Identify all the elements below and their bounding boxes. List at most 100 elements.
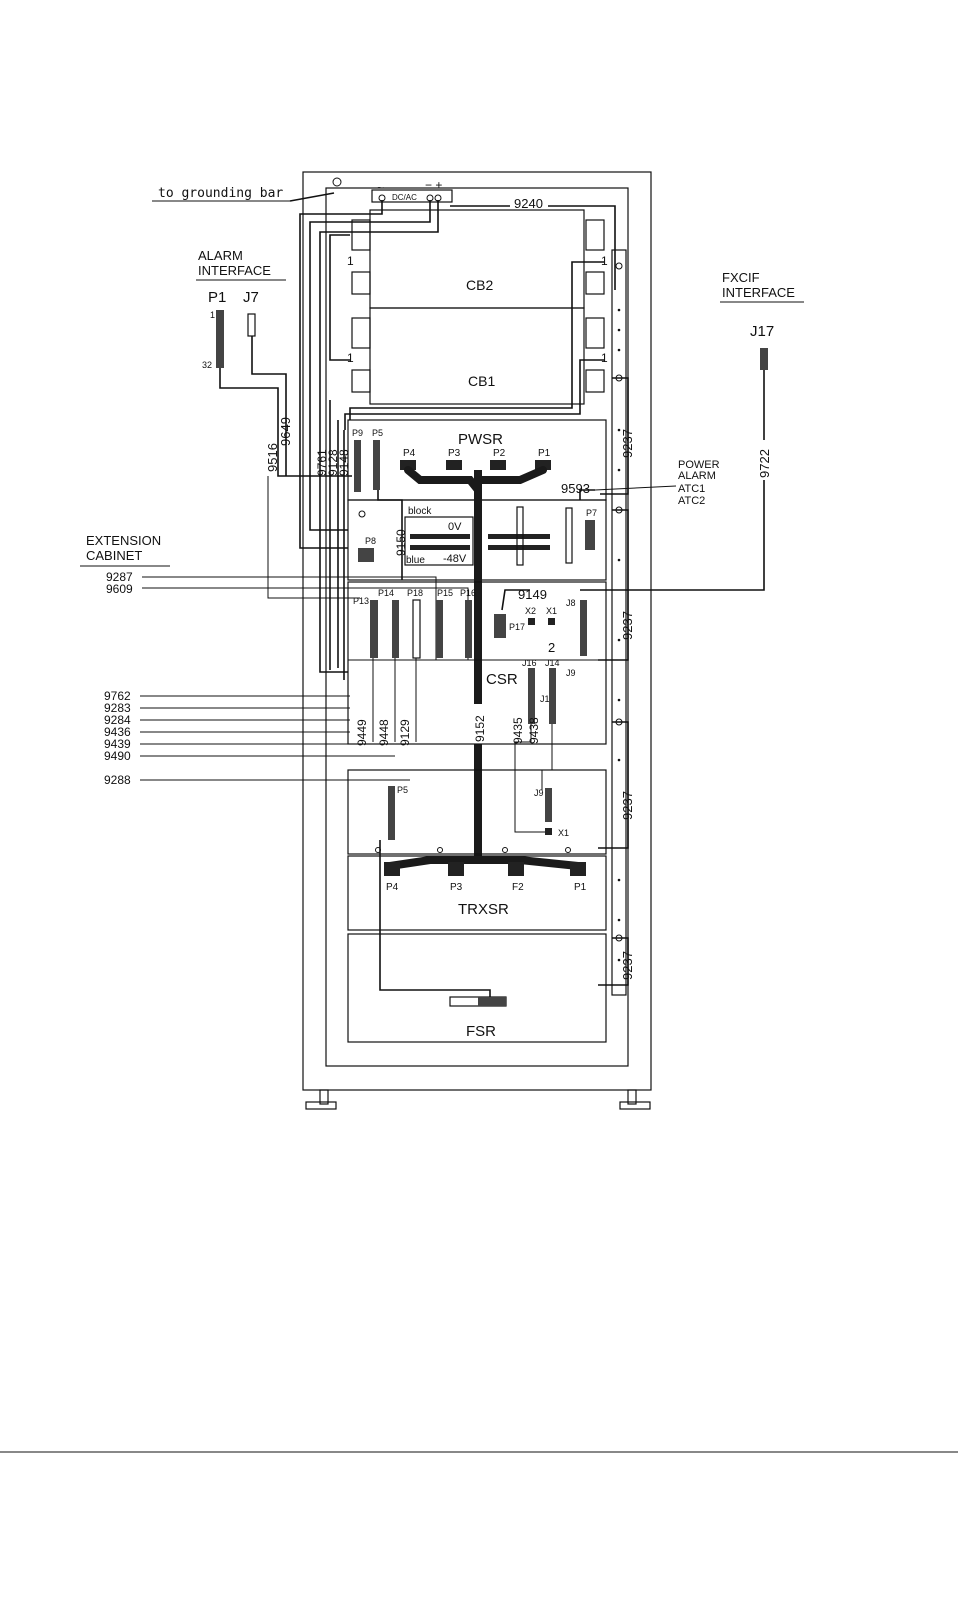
p9-label: P9	[352, 428, 363, 438]
trxsr-harness	[386, 856, 582, 870]
power-alarm-line2: ALARM	[678, 470, 716, 482]
trx-j9-connector	[545, 788, 552, 822]
trx-x1-connector	[545, 828, 552, 835]
cable-9150-path	[377, 490, 403, 580]
minus-plus-label: − +	[425, 178, 442, 192]
cable-9722-path	[580, 370, 765, 591]
ground-terminal	[332, 177, 342, 187]
p7-connector	[585, 520, 595, 550]
busbar-right-1	[488, 534, 550, 539]
terminal-block	[404, 516, 474, 566]
foot-right-leg	[627, 1089, 637, 1105]
rail-lug-1	[615, 262, 623, 270]
dcac-label: DC/AC	[392, 193, 417, 202]
cb2-right-bracket-bottom	[585, 271, 605, 295]
foot-left-leg	[319, 1089, 329, 1105]
cable-9148-label: 9148	[337, 449, 351, 476]
alarm-p1-connector	[216, 310, 224, 368]
cb-wire-right-2	[344, 359, 604, 430]
cable-9149-path	[501, 589, 530, 611]
trx-shelf-holes	[375, 847, 571, 853]
trxsr-label: TRXSR	[458, 901, 509, 918]
fsr-label: FSR	[466, 1023, 496, 1040]
cb1-right-bracket-top	[585, 317, 605, 349]
cable-9240-path	[450, 205, 616, 290]
busbar-48v	[410, 545, 470, 550]
p18-connector	[412, 599, 421, 659]
p5-label: P5	[372, 428, 383, 438]
distribution-strip-1	[516, 506, 524, 566]
cable-9516-path	[219, 368, 352, 477]
j14-label: J14	[545, 658, 560, 668]
cable-9448-label: 9448	[377, 719, 391, 746]
fsr-cable	[379, 840, 491, 1000]
p16-connector	[465, 600, 472, 658]
cb1-module	[369, 307, 585, 405]
cable-9240-bg	[510, 196, 548, 210]
cb2-module	[369, 209, 585, 309]
fxcif-interface-line1: FXCIF	[722, 270, 760, 285]
alarm-p1-label: P1	[208, 289, 226, 306]
pwsr-p2-label: P2	[493, 448, 506, 459]
pwsr-label: PWSR	[458, 431, 503, 448]
cb2-left-bracket-top	[351, 219, 371, 251]
power-alarm-leader	[594, 485, 677, 491]
j9-label: J9	[566, 668, 576, 678]
x2-connector	[528, 618, 535, 625]
fsr-panel	[347, 933, 607, 1043]
cable-9762-label: 9762	[104, 689, 131, 703]
cable-9435-label: 9435	[511, 717, 525, 744]
fxcif-interface-line2: INTERFACE	[722, 285, 795, 300]
right-ground-rail	[611, 249, 627, 996]
trxsr-connectors	[384, 862, 586, 876]
circle-2-label: 2	[548, 640, 555, 655]
cable-9438-path	[541, 724, 553, 790]
extension-cabinet-line2: CABINET	[86, 548, 142, 563]
pwsr-p3-label: P3	[448, 448, 461, 459]
cb2-right-one: 1	[601, 254, 608, 268]
alarm-j7-connector	[247, 313, 256, 337]
p14-connector	[392, 600, 399, 658]
cable-9435-path	[514, 724, 545, 833]
p16-label: P16	[460, 588, 476, 598]
j8-label: J8	[566, 598, 576, 608]
minus48v-label: -48V	[443, 553, 467, 565]
cable-9490-label: 9490	[104, 749, 131, 763]
power-alarm-line4: ATC2	[678, 495, 705, 507]
cable-9438-label: 9438	[527, 717, 541, 744]
cable-9722-bg	[757, 440, 771, 480]
p9-connector	[354, 440, 361, 492]
cb1-label: CB1	[468, 373, 495, 389]
cable-9439-label: 9439	[104, 737, 131, 751]
x1-label: X1	[546, 606, 557, 616]
dcac-block	[371, 189, 453, 203]
p18-label: P18	[407, 588, 423, 598]
j16-label: J16	[522, 658, 537, 668]
blue-label: blue	[406, 555, 425, 566]
cable-9240-label: 9240	[514, 196, 543, 211]
trx-j9-label: J9	[534, 788, 544, 798]
cb1-right-one: 1	[601, 351, 608, 365]
cable-9516-route	[267, 476, 360, 599]
cb2-left-bracket-bottom	[351, 271, 371, 295]
cable-9761-label: 9761	[315, 449, 329, 476]
cable-9129-label: 9129	[398, 719, 412, 746]
trx-shelf-panel	[347, 769, 607, 855]
p17-label: P17	[509, 622, 525, 632]
cb2-label: CB2	[466, 277, 493, 293]
trxsr-p4-label: P4	[386, 882, 399, 893]
p15-connector	[436, 600, 443, 658]
foot-right	[619, 1101, 651, 1110]
cable-9449-label: 9449	[355, 719, 369, 746]
cable-9152-label: 9152	[473, 715, 487, 742]
cable-9593-label: 9593	[561, 481, 590, 496]
busbar-0v	[410, 534, 470, 539]
distribution-strip-2	[565, 507, 573, 564]
p13-label: P13	[353, 596, 369, 606]
cable-9284-label: 9284	[104, 713, 131, 727]
rail-dots	[617, 308, 621, 962]
j8-connector	[580, 600, 587, 656]
extension-cabinet-line1: EXTENSION	[86, 533, 161, 548]
cable-9287-label: 9287	[106, 570, 133, 584]
